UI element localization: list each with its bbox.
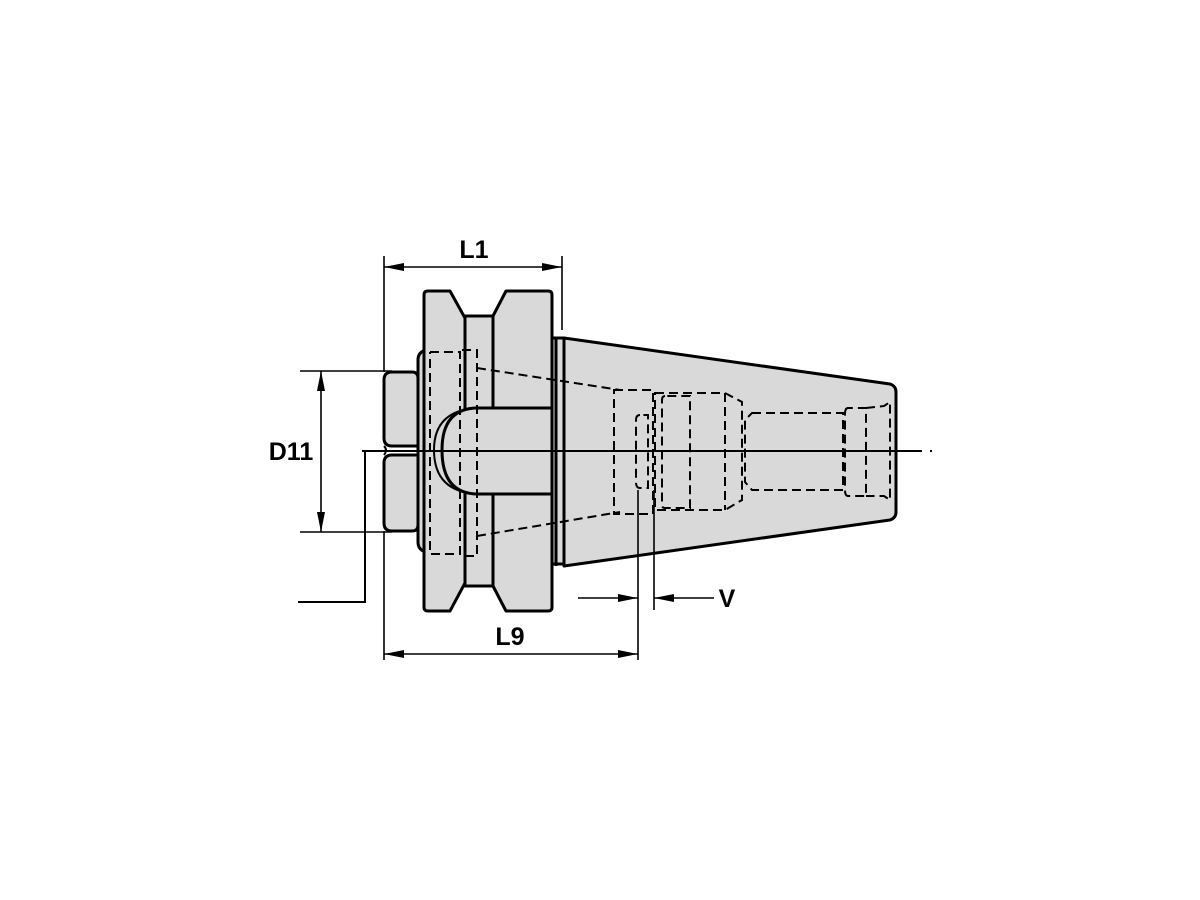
dimension-label-l9: L9: [495, 623, 524, 651]
dimension-label-d11: D11: [269, 438, 314, 466]
dimension-label-l1: L1: [459, 236, 488, 264]
gauge-reference-line: [298, 452, 366, 603]
dimension-l1: L1: [383, 236, 563, 372]
dimension-v: V: [578, 490, 736, 613]
dimension-l9: L9: [383, 490, 639, 660]
dimension-label-v: V: [719, 585, 736, 613]
dimension-d11: D11: [269, 370, 392, 533]
